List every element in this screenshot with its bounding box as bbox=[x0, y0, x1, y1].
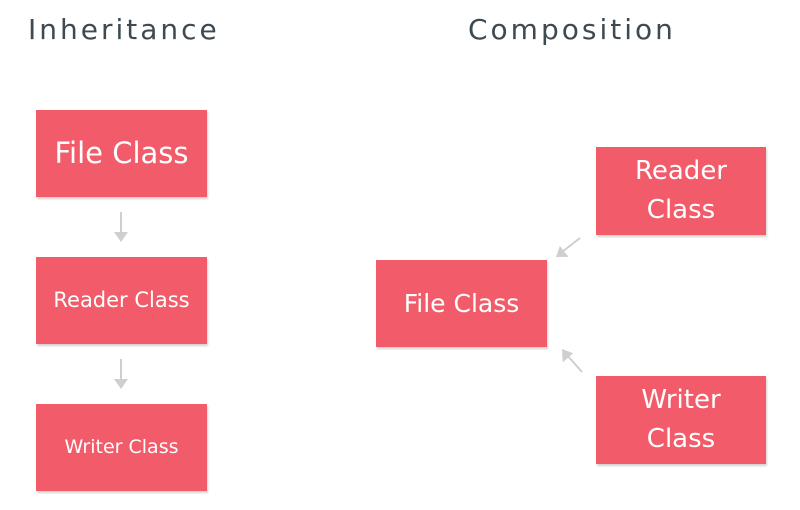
inheritance-writer-class-box: Writer Class bbox=[36, 404, 207, 491]
composition-file-class-box: File Class bbox=[376, 260, 547, 347]
inheritance-reader-class-label: Reader Class bbox=[53, 287, 190, 312]
composition-writer-class-label: Writer Class bbox=[641, 385, 721, 454]
comp-arrow-reader-to-file bbox=[556, 237, 581, 257]
comp-arrow-writer-to-file bbox=[562, 349, 583, 373]
inh-arrow-file-to-reader bbox=[114, 212, 128, 242]
inheritance-file-class-box: File Class bbox=[36, 110, 207, 197]
inheritance-file-class-label: File Class bbox=[54, 135, 189, 170]
composition-reader-class-label: Reader Class bbox=[634, 156, 727, 225]
inh-arrow-reader-to-writer bbox=[114, 359, 128, 389]
inheritance-writer-class-label: Writer Class bbox=[64, 436, 179, 459]
composition-file-class-label: File Class bbox=[403, 288, 520, 318]
inheritance-reader-class-box: Reader Class bbox=[36, 257, 207, 344]
composition-writer-class-box: Writer Class bbox=[596, 376, 766, 464]
composition-reader-class-box: Reader Class bbox=[596, 147, 766, 235]
inheritance-heading: Inheritance bbox=[28, 13, 220, 46]
composition-heading: Composition bbox=[468, 13, 676, 46]
